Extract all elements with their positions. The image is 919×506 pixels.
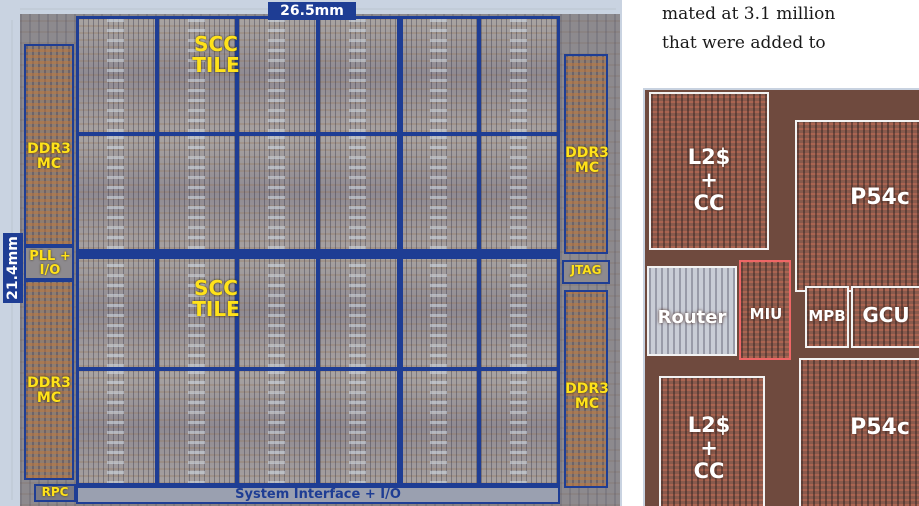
quadrant-frame-bottom-right [400,256,560,486]
paper-text-line-1: mated at 3.1 million [662,4,836,24]
scc-tile [156,133,238,251]
quadrant-frame-top-right [400,16,560,256]
left-rpc-label: RPC [41,485,69,499]
die-photo: SCC TILE SCC TILE DDR3 MC PLL + I/O DDR3… [0,0,622,506]
left-pll-io-label: PLL + I/O [29,249,71,278]
scc-tile [398,16,480,134]
l2-cc-top-label: L2$ + CC [687,145,731,216]
tile-label-bottom: SCC TILE [192,276,240,321]
die-surface: SCC TILE SCC TILE DDR3 MC PLL + I/O DDR3… [20,14,620,506]
scc-tile [237,133,318,251]
paper-text: mated at 3.1 million that were added to [662,0,919,58]
system-interface-bar [76,486,560,504]
right-ddr3-mc-top [564,54,608,254]
scc-tile [156,16,238,134]
left-ddr3-mc-top-label: DDR3 MC [27,141,71,172]
scc-tile [398,251,480,369]
scc-tile [479,16,560,134]
quadrant-frame-top-left [76,16,400,256]
scc-tile [318,251,399,369]
p54c-top-block [795,120,919,292]
scc-tile [237,368,318,486]
l2-cc-bottom-label: L2$ + CC [687,413,731,484]
right-jtag-label: JTAG [570,263,602,277]
scc-tile [156,251,238,369]
scc-tile [156,368,238,486]
miu-label: MIU [749,305,783,323]
scc-tile [318,16,399,134]
quadrant-frame-bottom-left [76,256,400,486]
p54c-top-label: P54c [850,185,910,210]
miu-block [739,260,791,360]
left-pll-io [24,246,74,280]
system-interface-label: System Interface + I/O [235,487,401,502]
scc-tile [479,368,560,486]
left-ddr3-mc-top [24,44,74,246]
l2-cache-bottom-block [659,376,765,506]
router-label: Router [657,307,727,328]
right-ddr3-mc-top-label: DDR3 MC [565,145,609,176]
l2-cache-top-block [649,92,769,250]
scc-tile [237,16,318,134]
scc-tile [479,133,560,251]
p54c-bottom-label: P54c [850,415,910,440]
left-ddr3-mc-bottom [24,280,74,480]
scc-tile [76,368,157,486]
right-jtag [562,260,610,284]
scc-tile [76,251,157,369]
core-photo: L2$ + CC P54c Router MIU MPB GCU L2$ + C… [643,88,919,506]
scc-tile [76,133,157,251]
scc-tile [318,368,399,486]
height-dimension-label: 21.4mm [3,233,23,303]
mpb-block [805,286,849,348]
gcu-label: GCU [862,303,910,327]
gcu-block [851,286,919,348]
mpb-label: MPB [808,307,846,325]
right-ddr3-mc-bottom-label: DDR3 MC [565,381,609,412]
paper-text-line-2: that were added to [662,33,826,53]
left-rpc [34,484,76,502]
right-ddr3-mc-bottom [564,290,608,488]
width-dimension-label: 26.5mm [268,2,356,20]
scc-tile [318,133,399,251]
tile-label-top: SCC TILE [192,32,240,77]
p54c-bottom-block [799,358,919,506]
scc-tile [398,133,480,251]
left-ddr3-mc-bottom-label: DDR3 MC [27,375,71,406]
router-block [647,266,737,356]
scc-tile [237,251,318,369]
